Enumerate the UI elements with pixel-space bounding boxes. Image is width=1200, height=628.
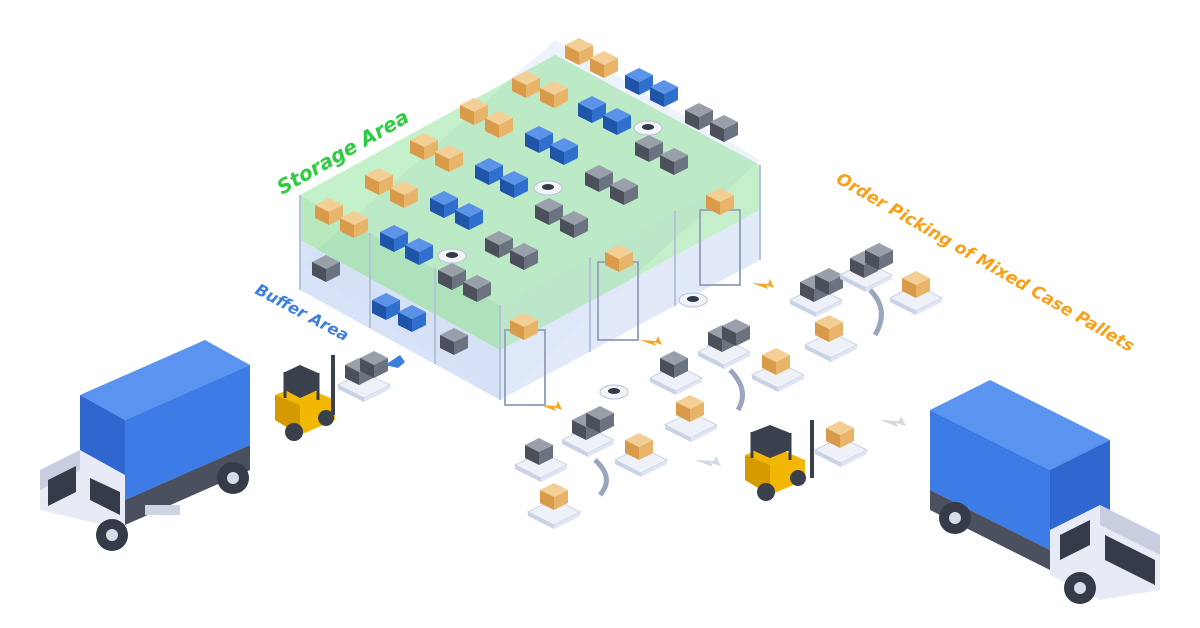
agv-robot-icon — [633, 120, 663, 136]
picking-stations — [514, 243, 943, 530]
forklift-icon — [745, 420, 868, 501]
truck-icon — [40, 340, 250, 551]
storage-rack — [299, 38, 761, 406]
agv-robot-icon — [533, 180, 563, 196]
forklift-icon — [275, 351, 405, 441]
robot-arm-icon — [728, 368, 745, 412]
robot-arm-icon — [593, 458, 609, 497]
agv-robot-icon — [437, 248, 467, 264]
truck-icon — [930, 380, 1160, 604]
robot-arm-icon — [868, 288, 884, 337]
